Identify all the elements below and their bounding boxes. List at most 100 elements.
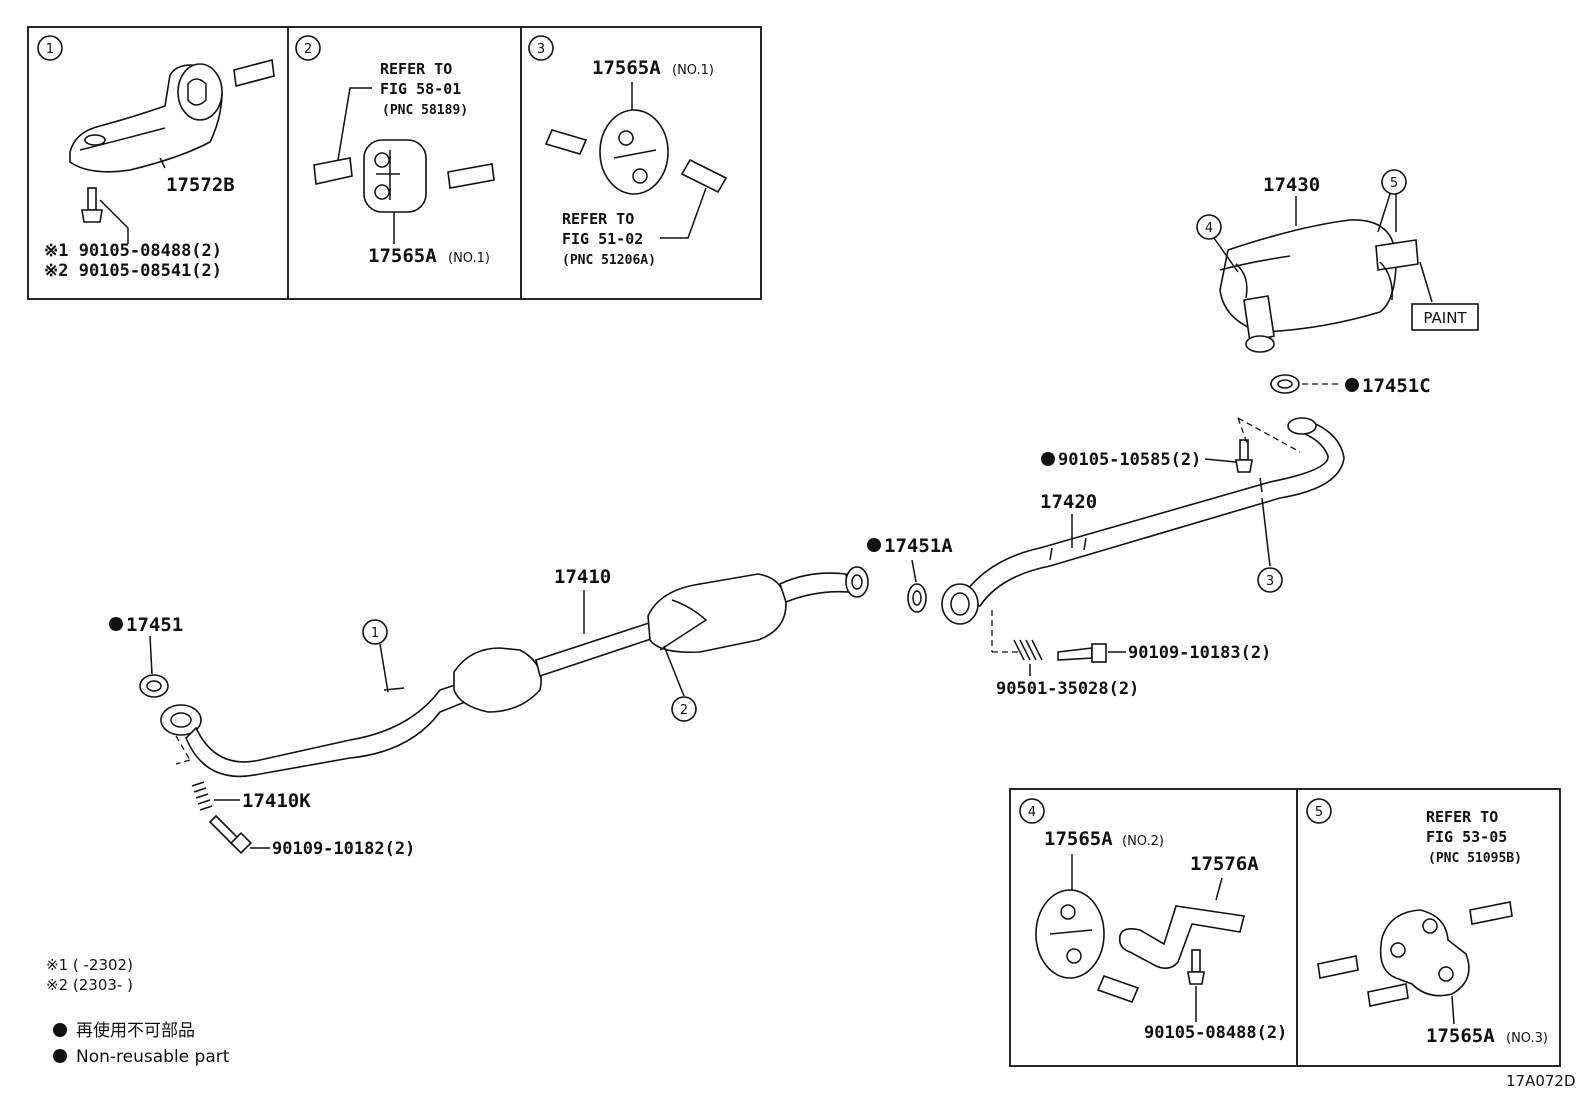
rubber-hanger-drawing xyxy=(363,139,427,213)
inset-3: 3 17565A (NO.1) REFER TO FIG 51-02 (PNC … xyxy=(528,35,728,268)
bracket-17576a-drawing xyxy=(1118,905,1245,970)
rubber-hanger-drawing-5 xyxy=(1379,909,1470,997)
gasket-17451a-label: 17451A xyxy=(884,535,953,557)
gasket-17451c: 17451C xyxy=(1270,374,1431,397)
pipe-stub-5a xyxy=(1469,901,1513,925)
part-17572b-label: 17572B xyxy=(166,174,235,196)
inset-3-refer-line-2: FIG 51-02 xyxy=(562,230,643,248)
inset-frame-bottom xyxy=(1009,788,1561,1067)
front-pipe-drawing xyxy=(160,566,869,778)
paint-label: PAINT xyxy=(1423,309,1467,327)
part-17565a-label-3: 17565A xyxy=(592,57,661,79)
inset-2-refer-line-3: (PNC 58189) xyxy=(382,103,468,118)
pipe-stub-2b xyxy=(447,163,495,189)
inset-5-refer-line-2: FIG 53-05 xyxy=(1426,828,1507,846)
front-pipe-label: 17410 xyxy=(554,566,611,588)
pipe-stub-3a xyxy=(544,129,588,155)
bolt-10182-label: 90109-10182(2) xyxy=(272,839,415,859)
bracket-17572b-drawing xyxy=(69,63,223,173)
callout-5-number: 5 xyxy=(1390,176,1398,191)
legend-dot-jp xyxy=(53,1023,67,1037)
inset-3-refer-line-1: REFER TO xyxy=(562,210,634,228)
bolt-10183-label: 90109-10183(2) xyxy=(1128,643,1271,663)
callout-3-number: 3 xyxy=(1266,574,1274,589)
callout-1-circle xyxy=(362,619,388,645)
pipe-stub-2a xyxy=(313,157,353,185)
callout-2-number: 2 xyxy=(680,703,688,718)
rubber-hanger-drawing-3 xyxy=(599,109,669,195)
part-17565a-label-4: 17565A xyxy=(1044,828,1113,850)
legend: 再使用不可部品 Non-reusable part xyxy=(53,1020,230,1067)
bolt-10585-icon xyxy=(1235,439,1253,473)
inset-2-number: 2 xyxy=(304,42,312,57)
callout-4-circle xyxy=(1196,214,1222,240)
spring-35028-label: 90501-35028(2) xyxy=(996,679,1139,699)
inset-5-number: 5 xyxy=(1315,805,1323,820)
legend-dot-en xyxy=(53,1049,67,1063)
part-17565a-sub-4: (NO.2) xyxy=(1122,834,1164,849)
pipe-stub-5b xyxy=(1317,955,1359,979)
gasket-17451a: 17451A xyxy=(867,535,953,613)
part-17565a-sub-5: (NO.3) xyxy=(1506,1031,1548,1046)
inset-3-number: 3 xyxy=(537,42,545,57)
part-17565a-sub-2: (NO.1) xyxy=(448,251,490,266)
bolt-icon-4 xyxy=(1187,949,1205,985)
inset-1: 1 17572B ※1 90105-08488(2) ※2 90105-0854… xyxy=(37,35,275,281)
inset-5-refer-line-1: REFER TO xyxy=(1426,808,1498,826)
gasket-17451-label: 17451 xyxy=(126,614,183,636)
figure-code: 17A072D xyxy=(1506,1072,1576,1090)
callout-2-circle xyxy=(671,696,697,722)
bolt-10585-label: 90105-10585(2) xyxy=(1058,450,1201,470)
legend-jp: 再使用不可部品 xyxy=(76,1020,195,1041)
muffler-assembly: 17430 4 5 PAINT xyxy=(1196,169,1479,353)
gasket-17451: 17451 xyxy=(109,614,183,698)
legend-en: Non-reusable part xyxy=(76,1047,230,1067)
front-pipe-fasteners: 17410K 90109-10182(2) xyxy=(175,735,415,859)
pipe-stub-4 xyxy=(1096,974,1140,1004)
part-17565a-sub-3: (NO.1) xyxy=(672,63,714,78)
bolt-icon xyxy=(81,187,103,223)
center-pipe-assembly: 17420 90105-10585(2) 3 xyxy=(941,417,1345,625)
gasket-17451c-label: 17451C xyxy=(1362,375,1431,397)
bolt-10183-icon xyxy=(1057,643,1107,663)
callout-1-number: 1 xyxy=(371,626,379,641)
inset-1-number: 1 xyxy=(46,42,54,57)
center-pipe-fasteners: 90501-35028(2) 90109-10183(2) xyxy=(991,610,1271,699)
inset-frame-top xyxy=(27,26,762,300)
inset-box-group-bottom xyxy=(1009,788,1561,1067)
pipe-stub-1 xyxy=(233,58,275,88)
center-pipe-label: 17420 xyxy=(1040,491,1097,513)
bolt-spec-line-2: ※2 90105-08541(2) xyxy=(44,261,222,281)
note-1: ※1 ( -2302) xyxy=(46,956,133,974)
spring-35028-icon xyxy=(1013,639,1043,661)
inset-2-refer-line-2: FIG 58-01 xyxy=(380,80,461,98)
bolt-08488-label-4: 90105-08488(2) xyxy=(1144,1023,1287,1043)
inset-2-refer-line-1: REFER TO xyxy=(380,60,452,78)
muffler-body-drawing xyxy=(1219,219,1419,353)
non-reusable-dot xyxy=(1041,452,1055,466)
inset-5: 5 REFER TO FIG 53-05 (PNC 51095B) 17565A… xyxy=(1306,798,1548,1047)
pipe-stub-3b xyxy=(680,158,728,194)
inset-5-refer-line-3: (PNC 51095B) xyxy=(1428,851,1522,866)
rubber-hanger-drawing-4 xyxy=(1035,889,1105,979)
bolt-10182-icon xyxy=(208,814,253,855)
applicability-notes: ※1 ( -2302) ※2 (2303- ) xyxy=(46,956,133,994)
part-17565a-label-5: 17565A xyxy=(1426,1025,1495,1047)
inset-4: 4 17565A (NO.2) 17576A 90105-08488(2) xyxy=(1019,798,1287,1043)
non-reusable-dot xyxy=(867,538,881,552)
callout-3-circle xyxy=(1257,567,1283,593)
bolt-spec-line-1: ※1 90105-08488(2) xyxy=(44,241,222,261)
non-reusable-dot xyxy=(1345,378,1359,392)
inset-3-refer-line-3: (PNC 51206A) xyxy=(562,253,656,268)
part-17565a-label-2: 17565A xyxy=(368,245,437,267)
paint-tag xyxy=(1411,303,1479,331)
inset-box-group-top xyxy=(27,26,762,300)
inset-2: 2 REFER TO FIG 58-01 (PNC 58189) 17565A … xyxy=(295,35,495,267)
inset-4-number: 4 xyxy=(1028,805,1036,820)
part-17576a-label: 17576A xyxy=(1190,853,1259,875)
callout-5-circle xyxy=(1381,169,1407,195)
muffler-part-label: 17430 xyxy=(1263,174,1320,196)
pipe-stub-5c xyxy=(1367,983,1409,1007)
spring-17410k-label: 17410K xyxy=(242,790,311,812)
